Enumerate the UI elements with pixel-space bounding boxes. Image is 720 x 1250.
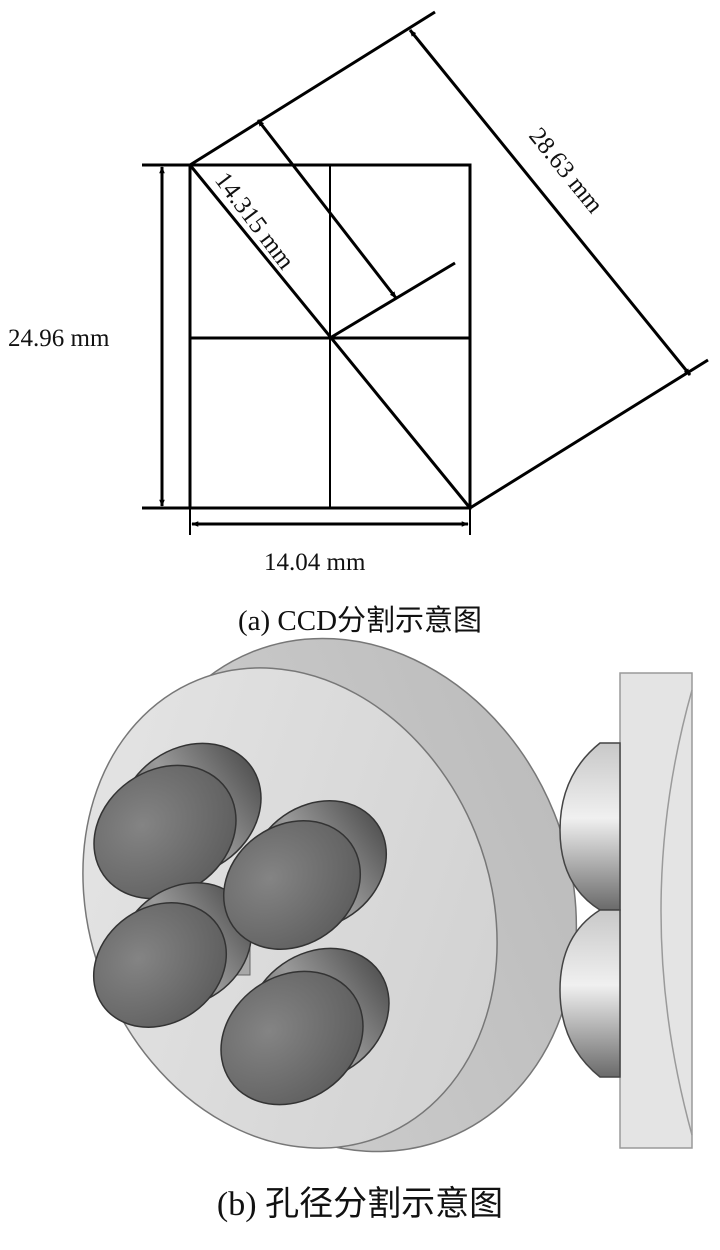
side-lens-lower <box>559 909 621 1078</box>
lens-bottom-right <box>220 947 390 1106</box>
side-plate-curve <box>660 689 693 1136</box>
diag-ext-top <box>189 10 436 167</box>
aperture-side-view <box>559 672 693 1149</box>
aperture-isometric-view <box>82 637 578 1153</box>
height-dim-label: 24.96 mm <box>8 325 110 352</box>
side-lens-upper <box>559 742 621 911</box>
diag-ext-bottom <box>469 358 709 510</box>
ccd-center-ray <box>329 261 456 340</box>
lens-bottom-left <box>92 882 253 1028</box>
width-dim-label: 14.04 mm <box>264 549 366 576</box>
diag-dim-arrow <box>408 29 692 376</box>
half-diag-dim-label: 14.315 mm <box>209 167 299 275</box>
side-plate <box>619 672 693 1149</box>
lens-top-right <box>222 800 388 950</box>
diag-dim-label: 28.63 mm <box>523 123 608 219</box>
caption-a: (a) CCD分割示意图 <box>238 604 482 637</box>
ccd-diagram: 24.96 mm 14.04 mm 14.315 mm 28.63 mm <box>8 10 709 576</box>
lens-top-left <box>93 742 262 900</box>
half-diag-dim-arrow <box>256 119 398 299</box>
caption-b: (b) 孔径分割示意图 <box>217 1185 503 1223</box>
